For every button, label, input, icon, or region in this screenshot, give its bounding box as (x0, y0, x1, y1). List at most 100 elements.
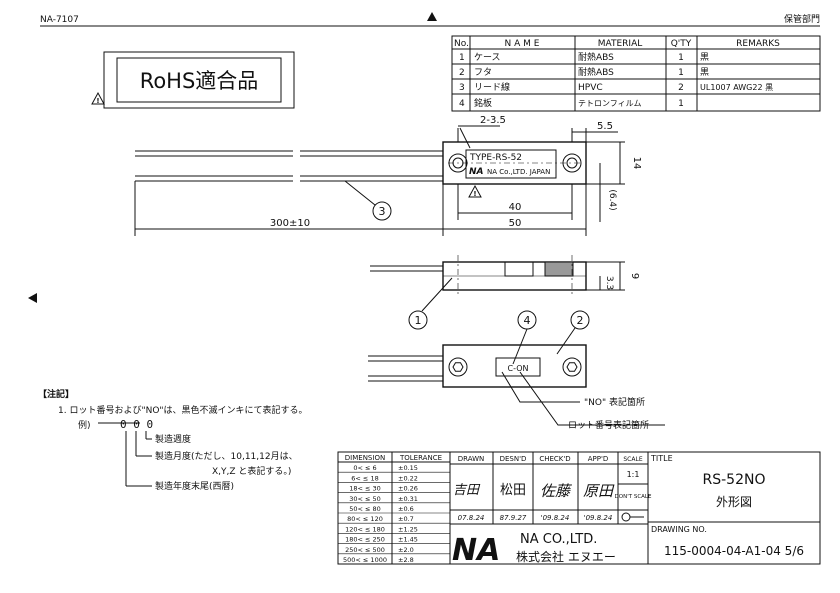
balloon-1-text: 1 (415, 314, 422, 327)
parts-row-1-qty: 1 (678, 53, 684, 63)
tol-row-tolerance: ±2.0 (398, 546, 414, 554)
tol-row-tolerance: ±0.15 (398, 464, 418, 472)
tol-row-tolerance: ±2.8 (398, 556, 414, 564)
tb-desnd-label: DESN'D (500, 455, 527, 463)
tol-row-tolerance: ±0.26 (398, 485, 418, 493)
nameplate-brand: NA (469, 167, 484, 177)
nameplate-warning-icon (468, 184, 482, 198)
tb-drawn-date: 07.8.24 (458, 514, 485, 522)
tol-header-dimension: DIMENSION (345, 454, 385, 462)
rohs-box-outer (103, 51, 295, 109)
notes-month: 製造月度(ただし、10,11,12月は、 (155, 450, 298, 462)
parts-row-3-no: 3 (459, 83, 465, 93)
tol-row-tolerance: ±0.31 (398, 495, 418, 503)
balloon-2-text: 2 (577, 314, 584, 327)
nameplate-type: TYPE-RS-52 (469, 153, 522, 163)
tb-dont-scale: DON'T SCALE (615, 494, 652, 500)
parts-row-4-no: 4 (459, 99, 465, 109)
dim-right-offset: 5.5 (597, 121, 613, 132)
nameplate (465, 149, 557, 179)
tol-row-dimension: 0< ≤ 6 (353, 464, 376, 472)
company-name-en: NA CO.,LTD. (520, 532, 597, 547)
dim-3-3: 3.3 (604, 276, 614, 290)
notes-example-code: 0 0 0 (120, 418, 153, 431)
body-top-view (442, 141, 587, 185)
parts-row-2-name: フタ (474, 67, 492, 78)
balloon-3 (372, 201, 392, 221)
tb-checkd-name: 佐藤 (540, 482, 573, 500)
center-mark-left (28, 293, 37, 303)
tol-row-dimension: 180< ≤ 250 (345, 536, 385, 544)
svg-text:!: ! (96, 97, 99, 105)
dim-ref-height: (6.4) (607, 189, 617, 210)
svg-text:!: ! (473, 190, 476, 198)
title-block-frame (449, 451, 821, 565)
rohs-label: RoHS適合品 (140, 69, 259, 93)
tol-row-dimension: 30< ≤ 50 (349, 495, 381, 503)
tb-title-label: TITLE (650, 454, 673, 463)
tol-row-dimension: 50< ≤ 80 (349, 505, 381, 513)
parts-row-4-qty: 1 (678, 99, 684, 109)
dim-hole: 2-3.5 (480, 115, 506, 126)
dim-height: 14 (631, 157, 642, 170)
parts-row-3-remarks: UL1007 AWG22 黒 (700, 83, 773, 92)
dim-40: 40 (509, 202, 522, 213)
company-name-jp: 株式会社 エヌエー (516, 549, 616, 564)
dim-50: 50 (509, 218, 522, 229)
parts-row-3-name: リード線 (474, 81, 510, 93)
tol-row-tolerance: ±0.6 (398, 505, 414, 513)
nameplate-company: NA Co.,LTD. JAPAN (487, 168, 550, 176)
tb-checkd-label: CHECK'D (539, 455, 570, 463)
tb-scale-label: SCALE (623, 456, 642, 463)
parts-row-1-no: 1 (459, 53, 465, 63)
parts-row-2-qty: 1 (678, 68, 684, 78)
tol-row-dimension: 250< ≤ 500 (345, 546, 385, 554)
balloon-1 (408, 310, 428, 330)
lid-marking-area (495, 357, 541, 377)
parts-header-material: MATERIAL (598, 39, 643, 49)
tol-row-tolerance: ±1.25 (398, 525, 418, 533)
rohs-warning-icon (91, 91, 105, 105)
rohs-box-inner (116, 57, 282, 103)
company-logo: NA (452, 533, 500, 568)
tb-appd-label: APP'D (588, 455, 609, 463)
parts-row-2-remarks: 黒 (700, 67, 709, 78)
tb-appd-date: '09.8.24 (584, 514, 613, 522)
tol-row-dimension: 120< ≤ 180 (345, 525, 385, 533)
parts-header-no: No. (454, 39, 469, 49)
parts-table-frame (451, 35, 821, 112)
parts-header-name: N A M E (505, 39, 540, 49)
notes-year: 製造年度末尾(西暦) (155, 480, 234, 492)
parts-row-4-name: 銘板 (474, 97, 492, 109)
tb-checkd-date: '09.8.24 (541, 514, 570, 522)
tb-drawing-no: 115-0004-04-A1-04 5/6 (664, 544, 804, 558)
dept-label: 保管部門 (784, 13, 820, 25)
doc-code: NA-7107 (40, 15, 79, 25)
tb-title-2: 外形図 (716, 495, 752, 509)
parts-row-2-material: 耐熱ABS (578, 66, 614, 78)
notes-line-1: 1. ロット番号および"NO"は、黒色不滅インキにて表記する。 (58, 404, 308, 416)
tol-row-tolerance: ±0.22 (398, 474, 418, 482)
parts-row-3-material: HPVC (578, 83, 603, 93)
balloon-3-text: 3 (379, 205, 386, 218)
tol-row-dimension: 80< ≤ 120 (347, 515, 383, 523)
balloon-4-text: 4 (524, 314, 531, 327)
parts-row-4-material: テトロンフィルム (578, 99, 641, 108)
parts-row-1-remarks: 黒 (700, 52, 709, 63)
tb-desnd-date: 87.9.27 (500, 514, 527, 522)
dim-lead-length: 300±10 (270, 218, 310, 229)
parts-row-3-qty: 2 (678, 83, 684, 93)
tb-drawn-label: DRAWN (458, 455, 485, 463)
callout-lot-position: ロット番号表記箇所 (568, 419, 649, 431)
tb-scale-value: 1:1 (627, 470, 640, 479)
notes-week: 製造週度 (155, 433, 191, 445)
tol-row-dimension: 18< ≤ 30 (349, 485, 381, 493)
callout-no-position: "NO" 表記箇所 (584, 396, 645, 408)
body-bottom-view (442, 344, 587, 388)
parts-header-remarks: REMARKS (736, 39, 780, 49)
tb-title-1: RS-52NO (703, 472, 766, 488)
tol-row-tolerance: ±0.7 (398, 515, 414, 523)
parts-row-1-name: ケース (474, 52, 501, 63)
tb-desnd-name: 松田 (500, 483, 526, 498)
